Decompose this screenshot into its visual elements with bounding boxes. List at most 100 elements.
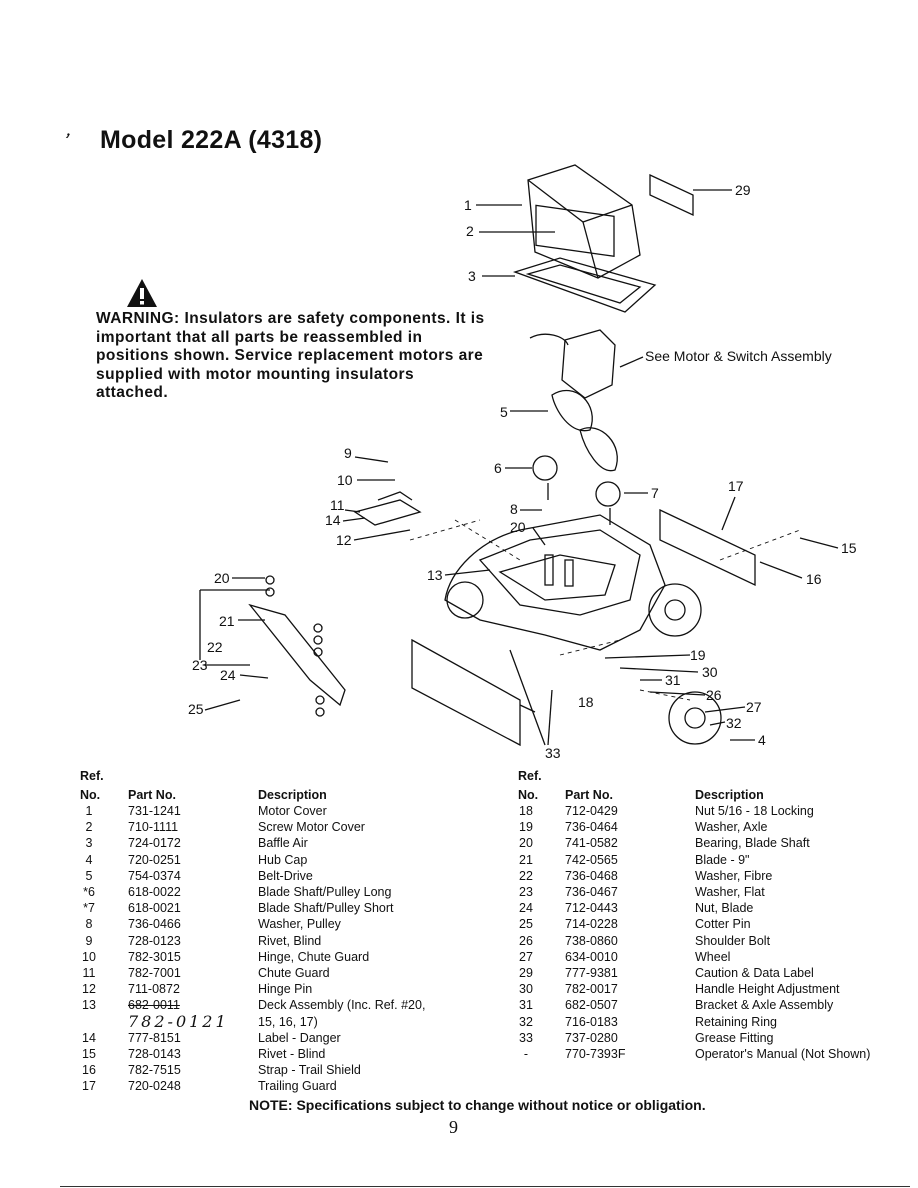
header-part: Part No. [128, 788, 176, 802]
cell-desc: Hinge, Chute Guard [258, 949, 370, 964]
callout-31: 31 [665, 672, 681, 688]
cell-ref: 13 [82, 998, 96, 1013]
cell-desc: Nut, Blade [695, 901, 754, 916]
cell-part: 682-0011 [128, 998, 180, 1013]
callout-8: 8 [510, 501, 518, 517]
callout-26: 26 [706, 687, 722, 703]
cell-part: 712-0429 [565, 804, 618, 818]
callout-11: 11 [330, 497, 345, 513]
cell-ref: 33 [519, 1030, 533, 1045]
cell-part: 618-0021 [128, 901, 181, 916]
cell-part: 720-0248 [128, 1079, 181, 1094]
cell-desc: Trailing Guard [258, 1079, 337, 1094]
header-part-right: Part No. [565, 788, 613, 802]
cell-desc: Deck Assembly (Inc. Ref. #20, [258, 998, 426, 1013]
cell-desc: Shoulder Bolt [695, 933, 771, 948]
cell-desc: Bearing, Blade Shaft [695, 836, 810, 851]
cell-ref: 8 [85, 917, 93, 932]
callout-20-lower: 20 [214, 570, 230, 586]
bottom-rule [60, 1186, 910, 1187]
cell-part: 741-0582 [565, 836, 618, 851]
cell-part: 782-0017 [565, 982, 618, 997]
callout-10: 10 [337, 472, 353, 488]
cell-part: 782-3015 [128, 949, 181, 964]
callout-16: 16 [806, 571, 822, 587]
cell-desc: 15, 16, 17) [258, 1014, 318, 1029]
callout-23: 23 [192, 657, 208, 673]
cell-ref: 14 [82, 1030, 96, 1045]
cell-desc: Baffle Air [258, 836, 308, 851]
callout-15: 15 [841, 540, 857, 556]
cell-ref: 31 [519, 998, 533, 1013]
callout-25: 25 [188, 701, 204, 717]
cell-part: 736-0468 [565, 868, 618, 883]
cell-ref: 32 [519, 1014, 533, 1029]
header-no: No. [80, 788, 101, 802]
header-desc-right: Description [695, 788, 764, 802]
callout-19: 19 [690, 647, 706, 663]
cell-part: 716-0183 [565, 1014, 618, 1029]
warning-body: Insulators are safety components. It is … [96, 310, 485, 401]
cell-desc: Washer, Axle [695, 820, 768, 835]
warning-text: WARNING: Insulators are safety component… [96, 310, 488, 403]
cell-part: 682-0507 [565, 998, 618, 1013]
cell-part: 711-0872 [128, 982, 180, 997]
cell-desc: Hub Cap [258, 852, 308, 867]
cell-part: 770-7393F [565, 1047, 626, 1061]
callout-17: 17 [728, 478, 744, 494]
cell-part: 714-0228 [565, 917, 618, 932]
cell-ref: 11 [82, 966, 96, 980]
header-ref: Ref. [80, 769, 104, 783]
cell-part: 712-0443 [565, 901, 618, 916]
cell-part: 710-1111 [128, 820, 179, 835]
cell-ref: 4 [85, 852, 93, 867]
cell-ref: 30 [519, 982, 533, 997]
callout-18: 18 [578, 694, 594, 710]
cell-desc: Belt-Drive [258, 868, 313, 883]
cell-desc: Motor Cover [258, 804, 327, 818]
cell-part: 731-1241 [128, 804, 181, 818]
cell-part: 720-0251 [128, 852, 181, 867]
cell-ref: 22 [519, 868, 533, 883]
callout-22: 22 [207, 639, 223, 655]
cell-ref: 20 [519, 836, 533, 851]
cell-part: 782-7515 [128, 1063, 181, 1078]
handwritten-part-correction: 782-0121 [128, 1012, 229, 1031]
cell-part: 728-0123 [128, 933, 181, 948]
callout-29: 29 [735, 182, 751, 198]
warning-triangle-icon [127, 279, 157, 307]
cell-desc: Blade Shaft/Pulley Long [258, 885, 392, 899]
cell-part: 754-0374 [128, 868, 181, 883]
cell-ref: 9 [85, 933, 93, 948]
cell-desc: Grease Fitting [695, 1030, 774, 1045]
cell-ref: 27 [519, 949, 533, 964]
cell-ref: 1 [85, 804, 93, 818]
cell-part: 738-0860 [565, 933, 618, 948]
cell-ref: 2 [85, 820, 93, 835]
cell-ref: *7 [83, 901, 95, 916]
cell-ref: 29 [519, 966, 533, 980]
header-no-right: No. [518, 788, 539, 802]
callout-3: 3 [468, 268, 476, 284]
callout-4: 4 [758, 732, 766, 748]
specifications-note: NOTE: Specifications subject to change w… [249, 1097, 706, 1113]
cell-desc: Handle Height Adjustment [695, 982, 840, 997]
cell-ref: 24 [519, 901, 533, 916]
cell-desc: Hinge Pin [258, 982, 313, 997]
cell-desc: Blade Shaft/Pulley Short [258, 901, 394, 916]
callout-7: 7 [651, 485, 659, 501]
cell-ref: 10 [82, 949, 96, 964]
callout-2: 2 [466, 223, 474, 239]
cell-desc: Wheel [695, 949, 731, 964]
callout-21: 21 [219, 613, 235, 629]
cell-ref: 26 [519, 933, 533, 948]
callout-1: 1 [464, 197, 472, 213]
cell-desc: Screw Motor Cover [258, 820, 365, 835]
cell-desc: Strap - Trail Shield [258, 1063, 361, 1078]
cell-desc: Washer, Fibre [695, 868, 773, 883]
cell-part: 736-0464 [565, 820, 618, 835]
cell-desc: Rivet - Blind [258, 1047, 326, 1061]
callout-9: 9 [344, 445, 352, 461]
cell-part: 742-0565 [565, 852, 618, 867]
cell-ref: 18 [519, 804, 533, 818]
